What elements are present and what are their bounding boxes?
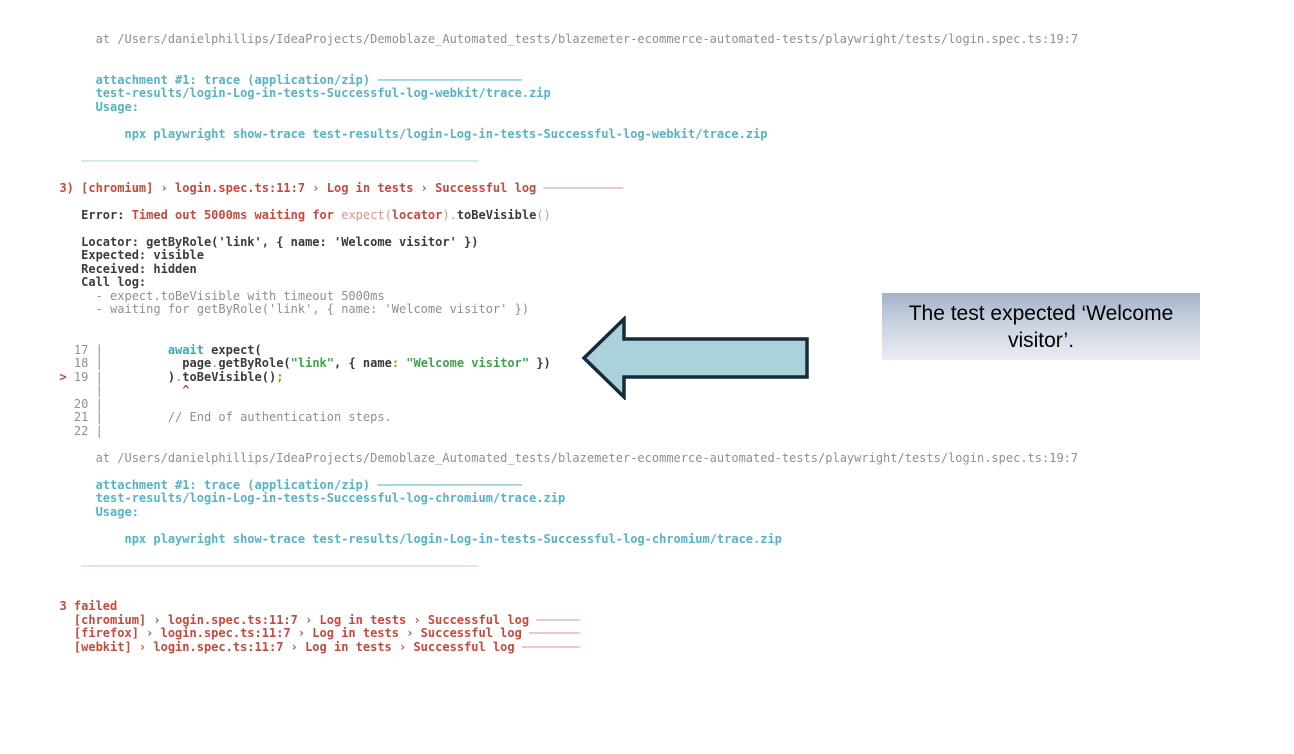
terminal-line: 3) [chromium] › login.spec.ts:11:7 › Log… xyxy=(45,180,623,195)
terminal-line: 20 | xyxy=(45,396,103,411)
terminal-line: Usage: xyxy=(45,99,139,114)
callout-box: The test expected ‘Welcome visitor’. xyxy=(882,293,1200,360)
terminal-line xyxy=(45,141,1078,155)
callout-text: The test expected ‘Welcome visitor’. xyxy=(908,301,1174,352)
terminal-line xyxy=(45,47,1078,61)
terminal-line: at /Users/danielphillips/IdeaProjects/De… xyxy=(45,450,1079,465)
terminal-line: npx playwright show-trace test-results/l… xyxy=(45,126,768,141)
terminal-line xyxy=(45,465,1078,479)
terminal-line: attachment #1: trace (application/zip) ─… xyxy=(45,72,522,87)
terminal-line xyxy=(45,573,1078,587)
terminal-line: Locator: getByRole('link', { name: 'Welc… xyxy=(45,234,479,249)
terminal-line xyxy=(45,546,1078,560)
terminal-line: ────────────────────────────────────────… xyxy=(45,153,479,168)
terminal-line xyxy=(45,195,1078,209)
terminal-output: at /Users/danielphillips/IdeaProjects/De… xyxy=(45,32,1079,654)
terminal-line: npx playwright show-trace test-results/l… xyxy=(45,531,782,546)
terminal-line: [firefox] › login.spec.ts:11:7 › Log in … xyxy=(45,626,580,640)
callout-arrow xyxy=(581,314,810,402)
terminal-line: 21 | // End of authentication steps. xyxy=(45,410,392,424)
terminal-line: Received: hidden xyxy=(45,261,197,276)
terminal-line xyxy=(45,222,1078,236)
left-block-arrow-icon xyxy=(581,314,809,402)
terminal-line xyxy=(45,519,1078,533)
terminal-line xyxy=(45,114,1078,128)
terminal-line: | ^ xyxy=(45,383,190,397)
terminal-line: test-results/login-Log-in-tests-Successf… xyxy=(45,491,566,505)
terminal-line: - waiting for getByRole('link', { name: … xyxy=(45,302,530,316)
terminal-line: test-results/login-Log-in-tests-Successf… xyxy=(45,86,551,100)
terminal-line xyxy=(45,438,1078,452)
terminal-line: 18 | page.getByRole("link", { name: "Wel… xyxy=(45,356,551,370)
terminal-line xyxy=(45,60,1078,74)
terminal-line: [webkit] › login.spec.ts:11:7 › Log in t… xyxy=(45,639,580,654)
terminal-line: attachment #1: trace (application/zip) ─… xyxy=(45,477,522,492)
terminal-line: [chromium] › login.spec.ts:11:7 › Log in… xyxy=(45,612,580,627)
terminal-line: ────────────────────────────────────────… xyxy=(45,558,479,573)
terminal-line: 17 | await expect( xyxy=(45,342,262,357)
terminal-line: at /Users/danielphillips/IdeaProjects/De… xyxy=(45,32,1079,46)
terminal-line: - expect.toBeVisible with timeout 5000ms xyxy=(45,288,385,303)
terminal-line: Usage: xyxy=(45,504,139,519)
terminal-line: Expected: visible xyxy=(45,248,204,262)
terminal-line: 3 failed xyxy=(45,599,118,613)
terminal-line: 22 | xyxy=(45,423,103,438)
terminal-line xyxy=(45,168,1078,182)
terminal-line: Error: Timed out 5000ms waiting for expe… xyxy=(45,207,551,222)
terminal-line: Call log: xyxy=(45,275,147,289)
terminal-line: > 19 | ).toBeVisible(); xyxy=(59,369,284,384)
terminal-line xyxy=(45,587,1078,601)
